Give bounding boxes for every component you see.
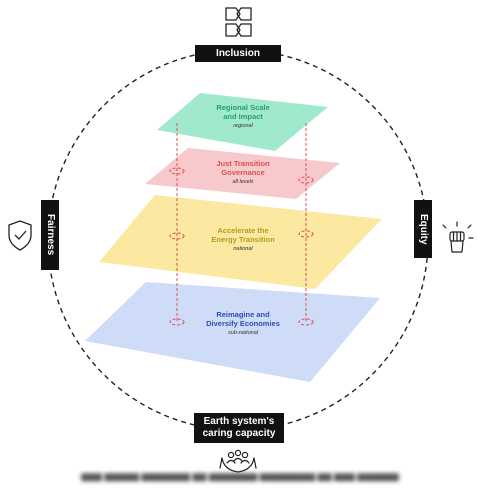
layer-title: Just Transition Governance bbox=[216, 159, 270, 177]
connector-ring bbox=[169, 232, 185, 240]
connector-ring bbox=[169, 167, 185, 175]
connector-ring bbox=[298, 176, 314, 184]
blurred-caption: ▆▆▆ ▆▆▆▆▆ ▆▆▆▆▆▆▆ ▆▆ ▆▆▆▆▆▆▆ ▆▆▆▆▆▆▆▆ ▆▆… bbox=[81, 471, 399, 481]
layer-label-governance: Just Transition Governance all levels bbox=[216, 159, 269, 185]
raised-fist-icon bbox=[442, 221, 474, 253]
connectors bbox=[169, 123, 314, 326]
layer-subtitle: national bbox=[233, 246, 253, 252]
shield-check-icon bbox=[8, 220, 32, 251]
pillar-equity: Equity bbox=[414, 200, 432, 258]
layer-label-economies: Reimagine and Diversify Economies sub-na… bbox=[206, 310, 280, 336]
pillar-fairness: Fairness bbox=[41, 200, 59, 270]
layer-subtitle: regional bbox=[233, 123, 253, 129]
layer-label-regional: Regional Scale and Impact regional bbox=[216, 103, 269, 129]
pillar-inclusion: Inclusion bbox=[195, 45, 281, 62]
layer-title: Reimagine and Diversify Economies bbox=[206, 310, 280, 328]
layer-label-energy: Accelerate the Energy Transition nationa… bbox=[211, 226, 274, 252]
layer-plane-economies bbox=[85, 282, 380, 382]
layer-title: Regional Scale and Impact bbox=[216, 103, 270, 121]
layer-plane-governance bbox=[145, 148, 340, 199]
connector-ring bbox=[298, 318, 314, 326]
layer-subtitle: sub-national bbox=[228, 330, 258, 336]
pillar-earth-system: Earth system's caring capacity bbox=[194, 413, 284, 443]
people-in-hands-icon bbox=[219, 449, 257, 473]
hands-together-icon bbox=[225, 7, 252, 37]
connector-ring bbox=[169, 318, 185, 326]
layer-subtitle: all levels bbox=[232, 179, 254, 185]
layer-plane-energy bbox=[99, 195, 382, 289]
connector-ring bbox=[298, 230, 314, 238]
layer-plane-regional bbox=[157, 93, 328, 151]
layer-title: Accelerate the Energy Transition bbox=[211, 226, 275, 244]
